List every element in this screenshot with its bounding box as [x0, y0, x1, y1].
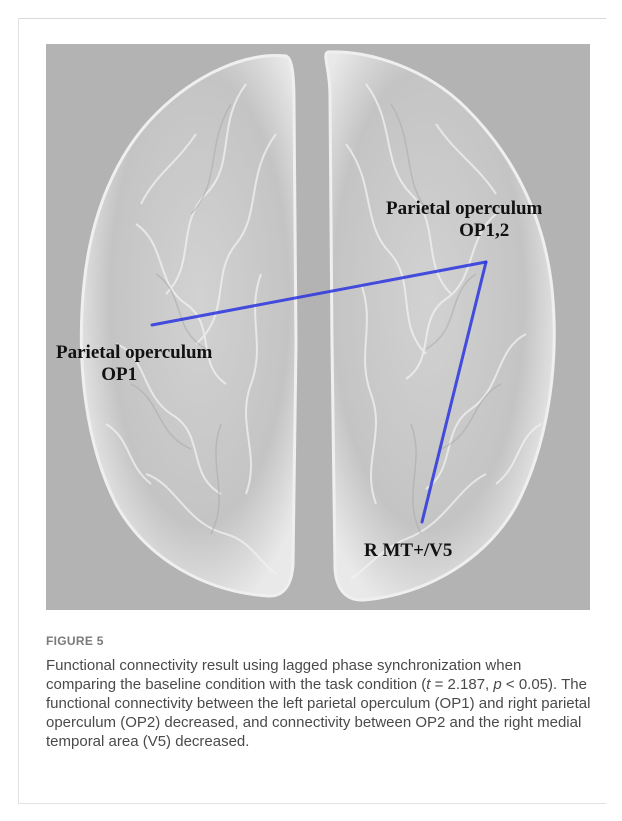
- frame-bottom-rule: [18, 803, 606, 804]
- label-right-region-name: Parietal operculum: [386, 198, 542, 220]
- brain-render: [46, 44, 590, 610]
- caption-text-part-2: = 2.187,: [430, 676, 493, 693]
- label-r-mt-v5: R MT+/V5: [364, 540, 452, 562]
- frame-side-rule: [18, 18, 19, 804]
- label-right-region-area: OP1,2: [386, 220, 542, 242]
- label-left-region-name: Parietal operculum: [56, 342, 212, 364]
- label-right-parietal-operculum: Parietal operculum OP1,2: [386, 198, 542, 242]
- figure-number: FIGURE 5: [46, 634, 594, 648]
- label-bottom-region: R MT+/V5: [364, 540, 452, 562]
- label-left-region-area: OP1: [56, 364, 212, 386]
- left-hemisphere: [81, 56, 296, 597]
- brain-connectivity-figure: Parietal operculum OP1,2 Parietal opercu…: [46, 44, 590, 610]
- figure-caption: FIGURE 5 Functional connectivity result …: [46, 634, 594, 751]
- caption-p-symbol: p: [493, 676, 501, 693]
- caption-text: Functional connectivity result using lag…: [46, 656, 594, 751]
- frame-top-rule: [18, 18, 606, 19]
- label-left-parietal-operculum: Parietal operculum OP1: [56, 342, 212, 386]
